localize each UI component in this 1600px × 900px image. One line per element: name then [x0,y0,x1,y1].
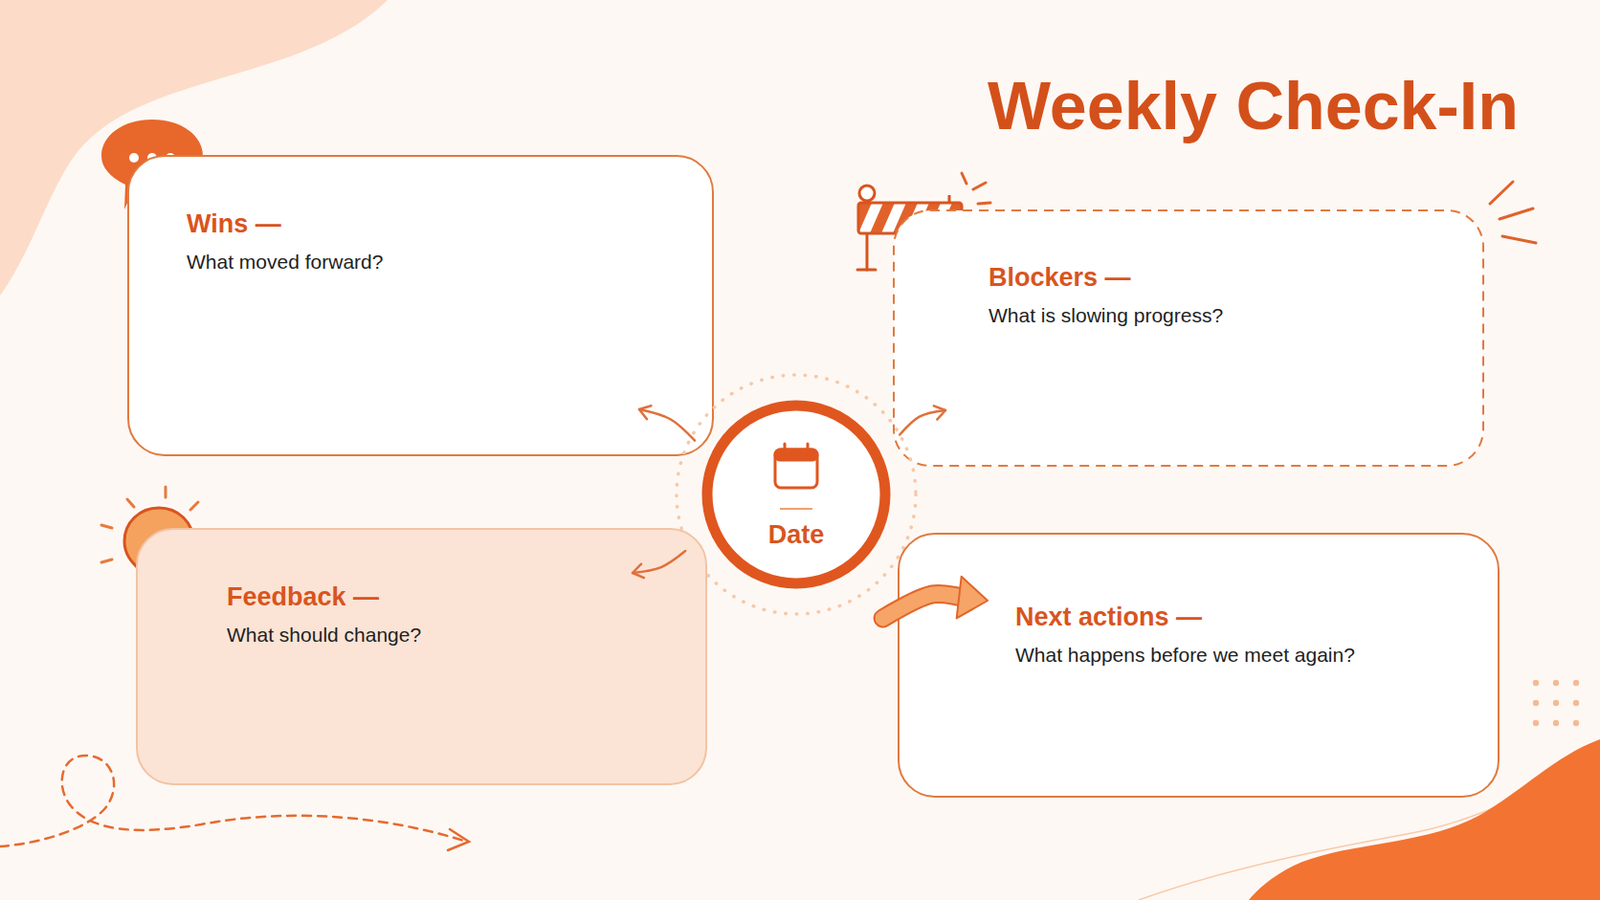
barrier-icon-part [857,268,876,272]
speech-bubble-icon-part [129,153,139,163]
spark-lines-part [961,173,967,184]
dot-grid-part [1533,680,1539,687]
card-heading: Blockers — [988,262,1462,293]
spark-lines-part [973,182,986,190]
lightbulb-icon-part [101,525,112,529]
barrier-icon-part [948,195,952,203]
card-heading: Feedback — [226,581,685,613]
dot-grid-part [1553,700,1559,707]
date-circle: Date [702,400,890,589]
calendar-header [775,449,818,461]
lightbulb-icon-part [101,559,112,563]
calendar-ring [783,444,787,455]
barrier-icon-part [859,185,875,201]
spark-lines-part [1489,181,1513,204]
dot-grid-part [1533,720,1539,727]
feedback-card: Feedback — What should change? [135,528,708,786]
dot-grid-part [1573,680,1579,687]
barrier-icon-part [869,202,895,234]
dot-grid-part [1533,700,1539,707]
lightbulb-icon-part [190,502,199,511]
barrier-icon-part [858,202,872,234]
divider-line [779,508,813,511]
card-prompt: What should change? [226,622,685,648]
blockers-card: Blockers — What is slowing progress? [892,209,1485,467]
dotted-ring [676,375,916,615]
card-heading: Wins — [186,208,691,240]
barrier-icon-part [866,233,869,270]
card-prompt: What happens before we meet again? [1015,643,1477,668]
card-border [898,533,1499,798]
card-border [136,529,707,785]
circle-outline [702,400,890,589]
spark-lines-part [977,202,991,204]
spark-lines-part [1499,208,1534,220]
card-prompt: What is slowing progress? [988,303,1462,329]
card-border [893,210,1484,467]
lightbulb-icon-part [127,499,134,508]
lightbulb-icon-part [164,487,168,498]
card-border [128,155,713,456]
card-outline [127,155,714,457]
dot-grid-part [1573,720,1579,727]
calendar-icon [775,444,818,489]
card-prompt: What moved forward? [186,249,691,275]
card-heading: Next actions — [1015,601,1477,633]
card-outline [892,209,1485,467]
dot-grid-part [1573,700,1579,707]
dot-grid-part [1553,680,1559,687]
next-actions-card: Next actions — What happens before we mee… [897,533,1500,799]
dashed-loop-arrow-part [447,829,469,851]
date-ring [707,405,886,584]
wins-card: Wins — What moved forward? [127,155,714,457]
page-title: Weekly Check-In [987,72,1519,140]
dot-grid [1533,680,1579,727]
date-label: Date [702,519,890,551]
calendar-body [775,449,818,489]
calendar-ring [806,444,810,455]
dot-grid-part [1553,720,1559,727]
card-outline [135,528,708,786]
spark-lines-part [1502,236,1536,244]
